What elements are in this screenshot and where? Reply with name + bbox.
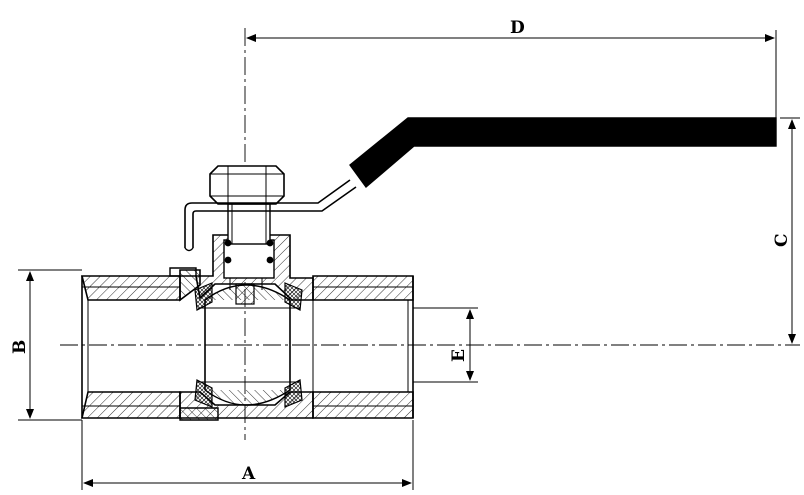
hex-nut xyxy=(209,165,285,205)
lever-handle xyxy=(184,117,777,252)
dimension-label-c: C xyxy=(772,233,792,247)
ball-seats xyxy=(194,282,303,408)
left-body-section xyxy=(80,275,181,419)
dimension-d: D xyxy=(246,18,777,118)
ball xyxy=(198,283,300,406)
dimension-label-a: A xyxy=(241,464,256,484)
dimension-label-b: B xyxy=(10,340,30,354)
center-lines xyxy=(60,28,800,440)
dimension-a: A xyxy=(81,420,414,490)
dimension-e: E xyxy=(413,307,478,383)
right-body-section xyxy=(312,275,414,419)
dimension-label-d: D xyxy=(510,18,525,38)
dimension-label-e: E xyxy=(449,349,469,362)
central-body-section xyxy=(169,234,314,421)
dimension-c: C xyxy=(772,117,800,344)
dimension-b: B xyxy=(10,269,82,421)
